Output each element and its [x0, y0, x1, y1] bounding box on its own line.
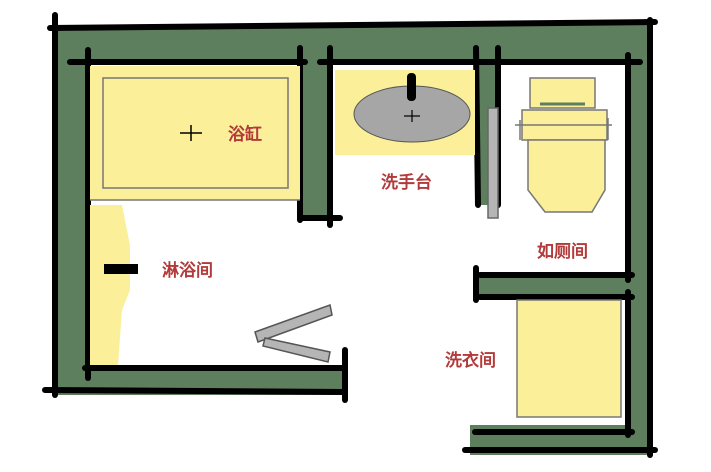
- washing-machine: [516, 299, 622, 418]
- sink-counter: [335, 70, 475, 155]
- toilet-label: 如厕间: [537, 241, 588, 262]
- toilet: [515, 77, 612, 213]
- sliding-door: [487, 107, 499, 219]
- bathtub-label: 浴缸: [228, 124, 262, 145]
- shower-panel: [90, 205, 138, 365]
- hinged-door: [254, 303, 333, 363]
- laundry-label: 洗衣间: [445, 350, 496, 371]
- shower-drain: [104, 264, 138, 274]
- bathtub: [90, 66, 300, 201]
- sink-label: 洗手台: [381, 172, 432, 193]
- shower-label: 淋浴间: [162, 260, 213, 281]
